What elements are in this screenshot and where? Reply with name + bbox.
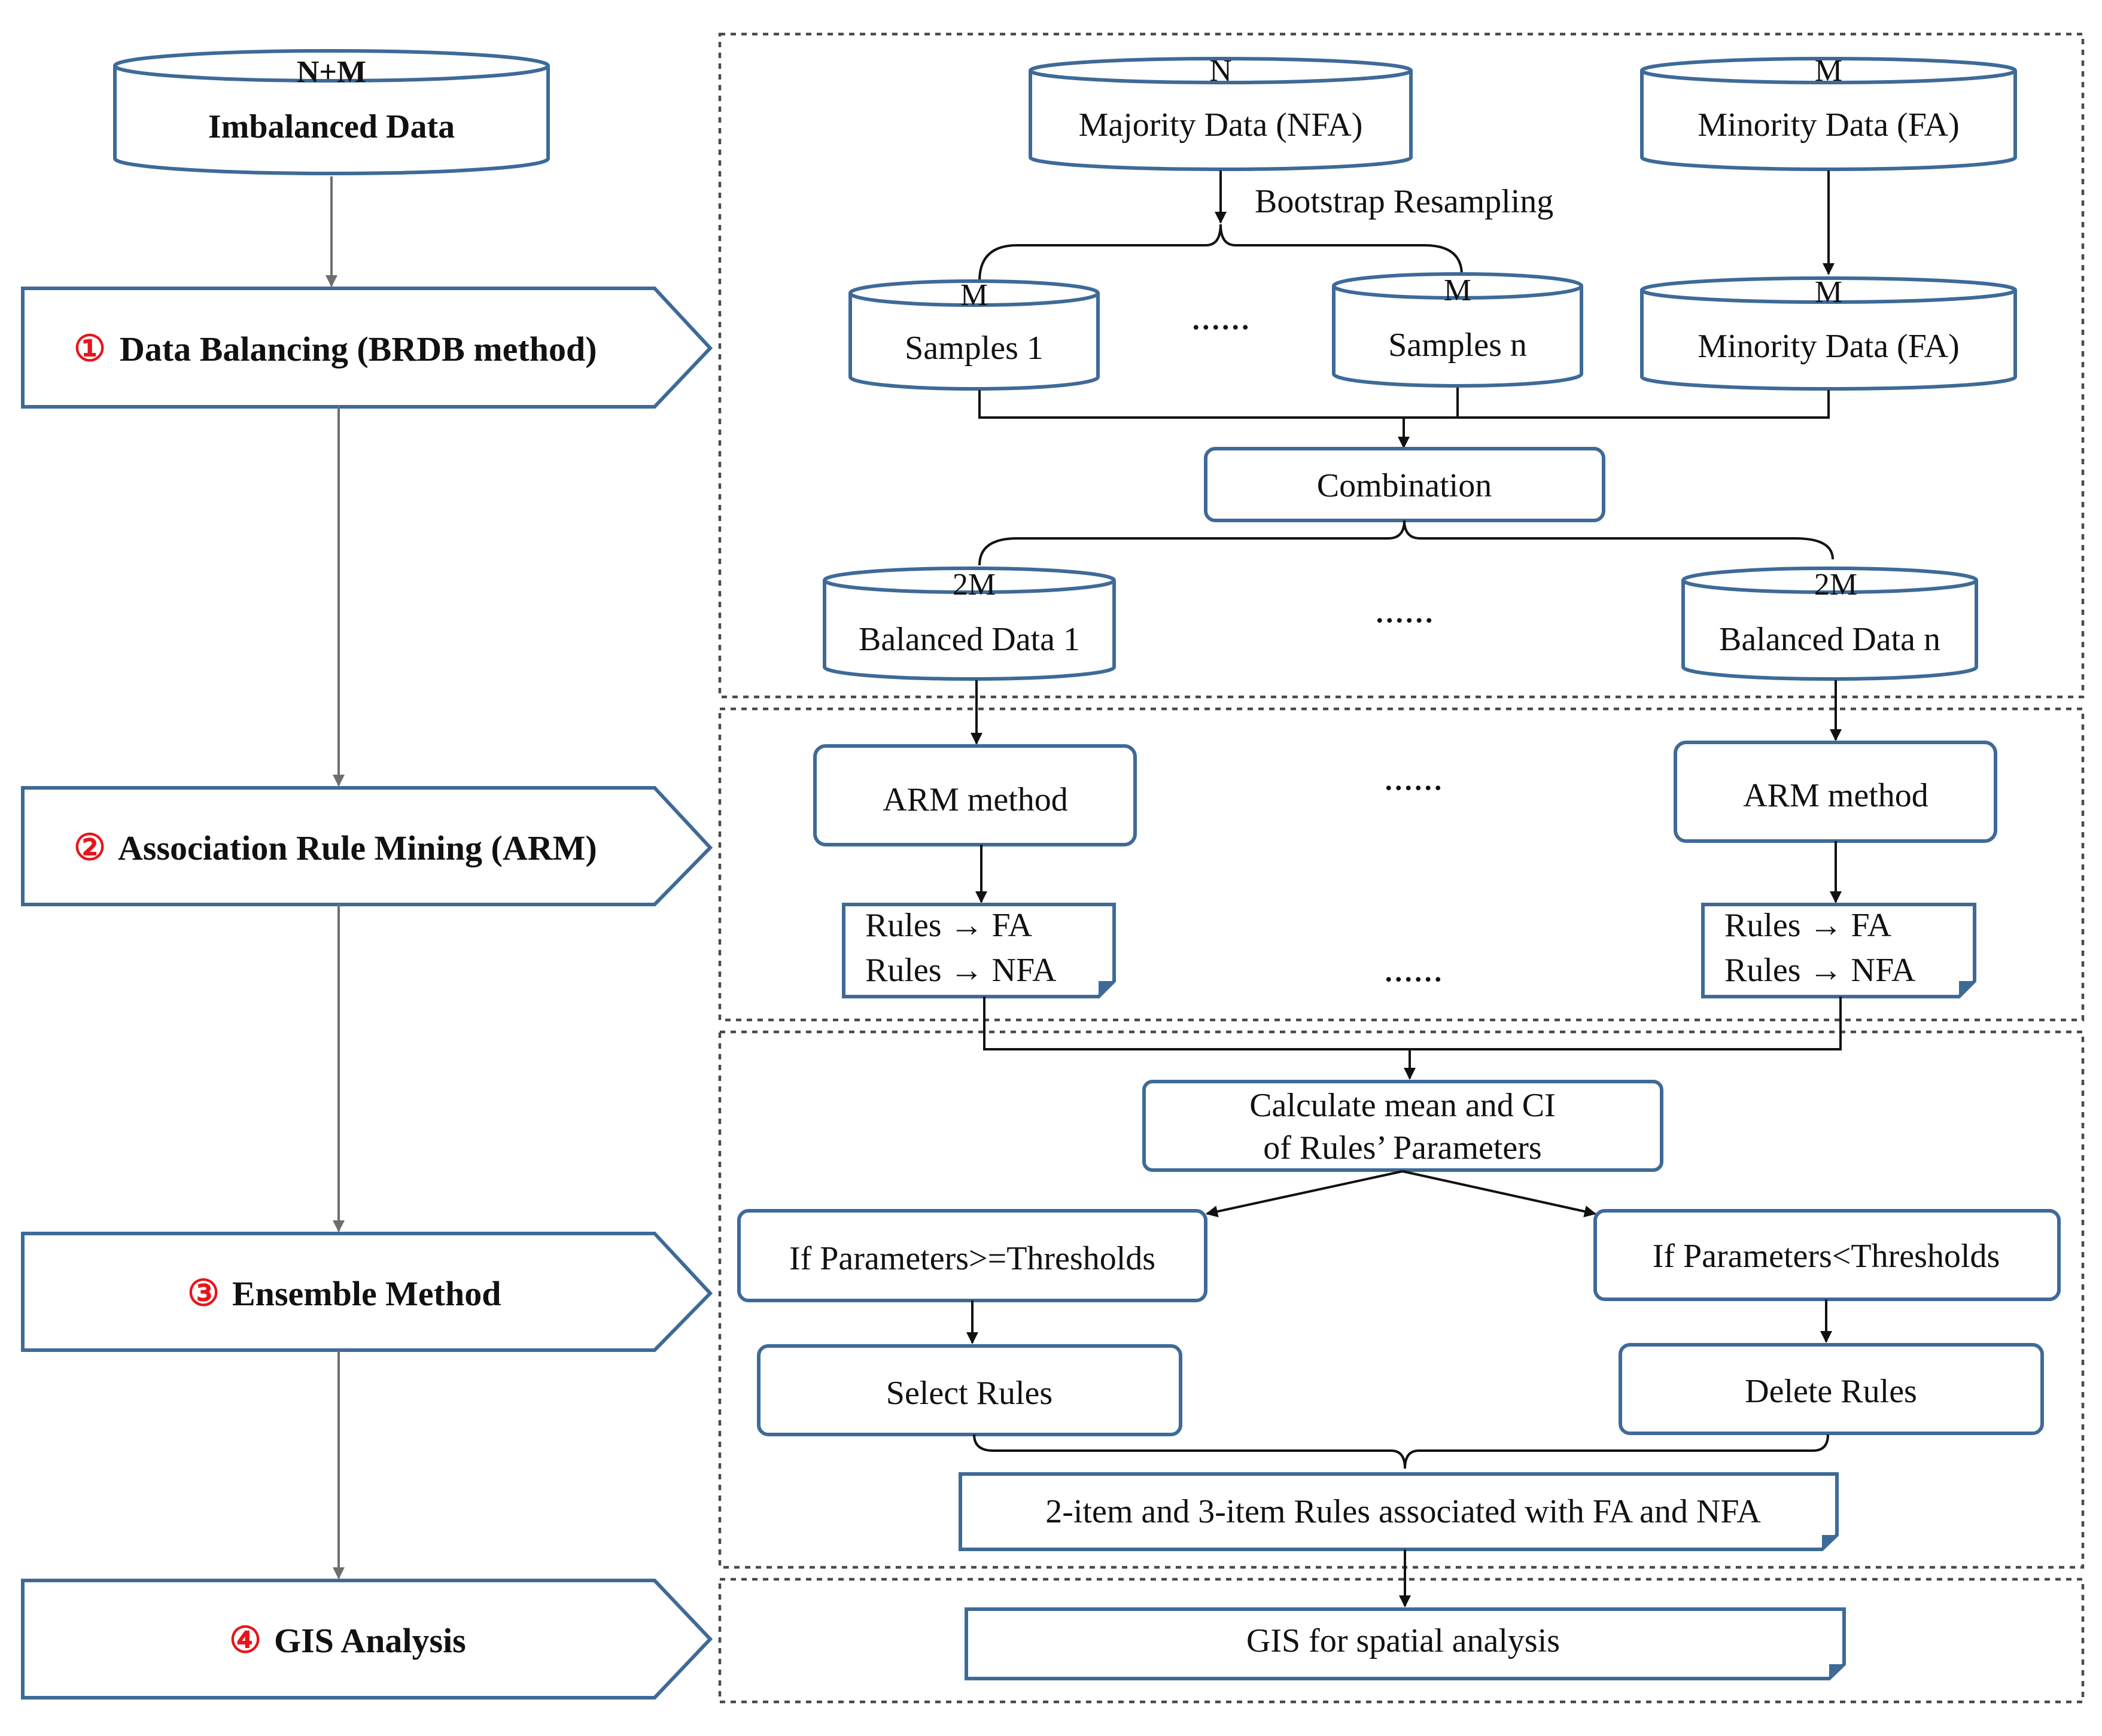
majority-data-cylinder: N Majority Data (NFA)	[1029, 54, 1413, 171]
delete-rules-label: Delete Rules	[1745, 1373, 1917, 1410]
samples-n-count: M	[1444, 273, 1471, 307]
balanced-n-label: Balanced Data n	[1719, 621, 1940, 658]
arm-ellipsis: ......	[1384, 755, 1443, 799]
samples-1-cylinder: M Samples 1	[848, 278, 1100, 391]
ensemble-frame	[718, 1030, 2085, 1569]
combination-label: Combination	[1317, 467, 1492, 504]
stage-2-number: ②	[74, 828, 106, 867]
rules-left-fa: Rules → FA	[865, 907, 1033, 944]
resampling-split-brace	[978, 224, 1463, 282]
stage-3-number: ③	[187, 1274, 220, 1313]
samples-n-label: Samples n	[1388, 327, 1527, 364]
arrow-to-condition-lt	[1402, 1170, 1596, 1217]
balancing-frame	[718, 32, 2085, 699]
select-rules-box: Select Rules	[757, 1344, 1182, 1436]
minority-top-count: M	[1815, 54, 1842, 88]
stage-3-label: Ensemble Method	[232, 1274, 501, 1313]
stage-4: ④ GIS Analysis	[21, 1579, 713, 1700]
stage-2-label: Association Rule Mining (ARM)	[118, 829, 597, 867]
samples-n-cylinder: M Samples n	[1332, 272, 1583, 388]
input-label: Imbalanced Data	[208, 108, 455, 145]
stage-4-label: GIS Analysis	[274, 1621, 466, 1660]
result-label: 2-item and 3-item Rules associated with …	[1045, 1493, 1761, 1530]
delete-rules-box: Delete Rules	[1619, 1343, 2044, 1435]
arm-left-label: ARM method	[883, 781, 1068, 818]
calculate-box: Calculate mean and CI of Rules’ Paramete…	[1142, 1080, 1663, 1172]
rules-ellipsis: ......	[1384, 946, 1443, 990]
rules-document-right: Rules → FA Rules → NFA	[1701, 903, 1976, 998]
imbalanced-data-cylinder: N+M Imbalanced Data	[113, 49, 550, 175]
stage-1: ① Data Balancing (BRDB method)	[21, 287, 713, 409]
input-count: N+M	[297, 55, 366, 89]
mining-frame	[718, 707, 2085, 1022]
bootstrap-resampling-label: Bootstrap Resampling	[1255, 183, 1553, 220]
stage-3: ③ Ensemble Method	[21, 1232, 713, 1352]
condition-lt-box: If Parameters<Thresholds	[1593, 1209, 2061, 1301]
calculate-line-1: Calculate mean and CI	[1249, 1087, 1556, 1124]
balanced-ellipsis: ......	[1375, 587, 1434, 631]
gis-frame	[718, 1577, 2085, 1704]
stage-4-number: ④	[229, 1621, 261, 1660]
result-document: 2-item and 3-item Rules associated with …	[959, 1472, 1839, 1551]
gis-label: GIS for spatial analysis	[1246, 1622, 1560, 1659]
balanced-1-label: Balanced Data 1	[859, 621, 1080, 658]
rules-right-fa: Rules → FA	[1724, 907, 1892, 944]
gis-document: GIS for spatial analysis	[965, 1607, 1846, 1680]
minority-top-label: Minority Data (FA)	[1698, 106, 1960, 144]
majority-label: Majority Data (NFA)	[1079, 106, 1363, 144]
merge-brace	[973, 1434, 1829, 1469]
minority-data-cylinder-top: M Minority Data (FA)	[1640, 54, 2017, 171]
minority-copy-count: M	[1815, 275, 1842, 309]
rules-document-left: Rules → FA Rules → NFA	[842, 903, 1116, 998]
rules-right-nfa: Rules → NFA	[1724, 952, 1916, 989]
arm-method-box-left: ARM method	[813, 744, 1137, 846]
stage-1-label: Data Balancing (BRDB method)	[120, 330, 597, 368]
balanced-data-1-cylinder: 2M Balanced Data 1	[823, 567, 1116, 681]
condition-lt-label: If Parameters<Thresholds	[1653, 1238, 2000, 1275]
combination-box: Combination	[1204, 447, 1605, 522]
majority-count: N	[1209, 54, 1232, 88]
arm-right-label: ARM method	[1743, 777, 1928, 814]
combination-split-brace	[978, 520, 1834, 566]
condition-ge-label: If Parameters>=Thresholds	[789, 1240, 1155, 1277]
merge-to-combination	[978, 388, 1830, 419]
condition-ge-box: If Parameters>=Thresholds	[737, 1209, 1207, 1302]
minority-data-cylinder-copy: M Minority Data (FA)	[1640, 275, 2017, 391]
rules-left-nfa: Rules → NFA	[865, 952, 1057, 989]
arm-method-box-right: ARM method	[1674, 741, 1997, 843]
stage-2: ② Association Rule Mining (ARM)	[21, 786, 713, 906]
calculate-line-2: of Rules’ Parameters	[1263, 1129, 1541, 1167]
balanced-data-n-cylinder: 2M Balanced Data n	[1681, 567, 1978, 681]
minority-copy-label: Minority Data (FA)	[1698, 328, 1960, 365]
balanced-n-count: 2M	[1814, 568, 1857, 602]
arrow-to-condition-ge	[1206, 1170, 1403, 1217]
samples-1-label: Samples 1	[905, 330, 1044, 367]
stage-1-number: ①	[74, 329, 106, 368]
balanced-1-count: 2M	[953, 568, 996, 602]
merge-rules	[983, 997, 1842, 1050]
select-rules-label: Select Rules	[886, 1375, 1052, 1412]
samples-ellipsis: ......	[1191, 294, 1251, 338]
samples-1-count: M	[960, 278, 988, 312]
